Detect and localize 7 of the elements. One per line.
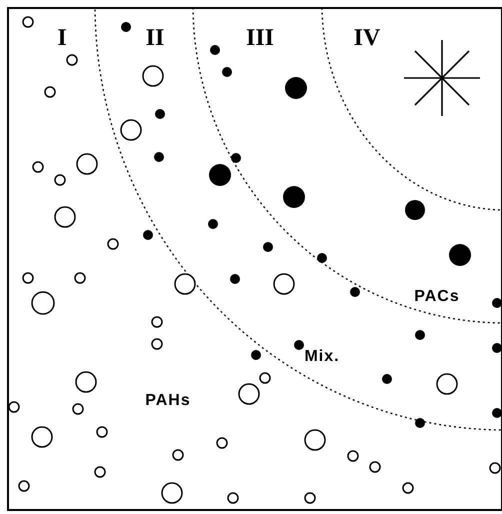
zone-number: II (146, 26, 164, 50)
zone-number: I (57, 26, 67, 50)
zone-number: IV (354, 26, 380, 50)
region-label: PACs (414, 289, 460, 305)
region-label: PAHs (145, 393, 191, 409)
zone-number: III (246, 26, 274, 50)
region-label: Mix. (304, 349, 340, 365)
